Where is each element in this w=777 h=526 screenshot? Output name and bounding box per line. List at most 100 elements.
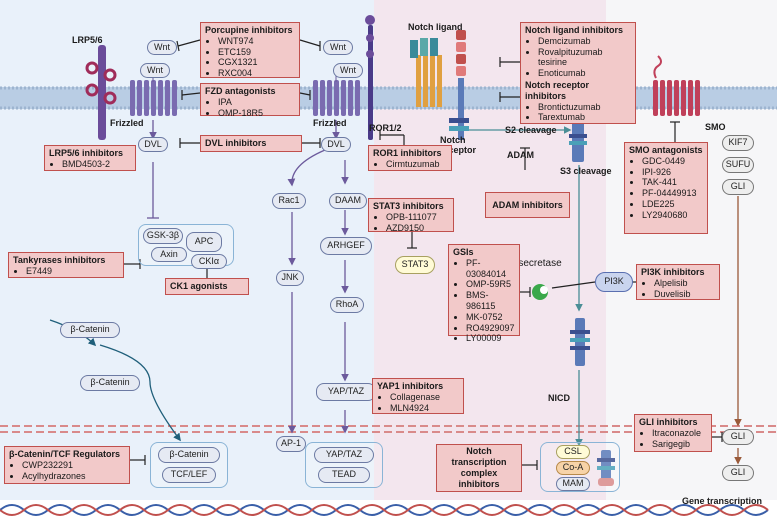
wnt-ligand-4: Wnt bbox=[333, 63, 363, 78]
stat3-inhibitors-box: STAT3 inhibitors OPB-111077AZD9150 bbox=[368, 198, 454, 234]
s3-cleavage-label: S3 cleavage bbox=[560, 166, 612, 176]
box-title: Notch receptor inhibitors bbox=[525, 79, 590, 101]
rhoa-node: RhoA bbox=[330, 297, 364, 313]
drug-item: WNT974 bbox=[218, 36, 295, 47]
notch-inhibitors-box: Notch ligand inhibitors DemcizumabRovalp… bbox=[520, 22, 636, 124]
drug-item: E7449 bbox=[26, 266, 119, 277]
yaptaz-node: YAP/TAZ bbox=[316, 383, 376, 401]
sufu-node: SUFU bbox=[722, 157, 754, 173]
drug-item: LY00009 bbox=[466, 333, 515, 344]
frizzled-left-shape bbox=[130, 80, 177, 116]
box-title: LRP5/6 inhibitors bbox=[49, 148, 124, 158]
nicd-shape bbox=[570, 318, 590, 366]
box-title: ADAM inhibitors bbox=[492, 199, 563, 210]
dvl-node-right: DVL bbox=[321, 137, 351, 152]
drug-item: Rovalpituzumab tesirine bbox=[538, 47, 631, 69]
box-title: STAT3 inhibitors bbox=[373, 201, 444, 211]
gli-cyto-node: GLI bbox=[722, 179, 754, 195]
drug-item: RO4929097 bbox=[466, 323, 515, 334]
coa-node: Co-A bbox=[556, 461, 590, 475]
drug-item: Collagenase bbox=[390, 392, 459, 403]
ror12-label: ROR1/2 bbox=[369, 123, 402, 133]
drug-item: Demcizumab bbox=[538, 36, 631, 47]
box-title: Tankyrases inhibitors bbox=[13, 255, 106, 265]
lrp56-label: LRP5/6 bbox=[72, 35, 103, 45]
drug-item: OMP-59R5 bbox=[466, 279, 515, 290]
notch-tc-shape bbox=[597, 450, 615, 486]
wnt-ligand-2: Wnt bbox=[140, 63, 170, 78]
ap1-node: AP-1 bbox=[276, 436, 306, 452]
gli-inhibitors-box: GLI inhibitors ItraconazoleSarigegib bbox=[634, 414, 712, 452]
drug-item: Itraconazole bbox=[652, 428, 707, 439]
adam-inhibitors-box: ADAM inhibitors bbox=[485, 192, 570, 218]
notch-receptor-label: Notch receptor bbox=[440, 135, 477, 156]
gli-mid-node: GLI bbox=[722, 429, 754, 445]
drug-item: PF-03084014 bbox=[466, 258, 515, 280]
drug-item: PF-04449913 bbox=[642, 188, 703, 199]
drug-item: Cirmtuzumab bbox=[386, 159, 447, 170]
box-title: β-Catenin/TCF Regulators bbox=[9, 449, 120, 459]
drug-item: LY2940680 bbox=[642, 210, 703, 221]
drug-item: Sarigegib bbox=[652, 439, 707, 450]
drug-item: OPB-111077 bbox=[386, 212, 449, 223]
drug-item: CWP232291 bbox=[22, 460, 125, 471]
drug-item: Acylhydrazones bbox=[22, 471, 125, 482]
kif7-node: KIF7 bbox=[722, 135, 754, 151]
adam-label: ADAM bbox=[507, 150, 534, 160]
gene-transcription-label: Gene transcription bbox=[682, 496, 763, 506]
box-title: PI3K inhibitors bbox=[641, 267, 705, 277]
drug-item: Tarextumab bbox=[538, 112, 631, 123]
pi3k-node: PI3K bbox=[595, 272, 633, 292]
gamma-secretase-shape bbox=[532, 284, 548, 300]
drug-item: MLN4924 bbox=[390, 403, 459, 414]
fzd-antagonists-box: FZD antagonists IPAOMP-18R5 bbox=[200, 83, 300, 118]
box-title: Notch ligand inhibitors bbox=[525, 25, 623, 35]
rac1-node: Rac1 bbox=[272, 193, 306, 209]
yap1-inhibitors-box: YAP1 inhibitors CollagenaseMLN4924 bbox=[372, 378, 464, 414]
drug-item: Alpelisib bbox=[654, 278, 715, 289]
dvl-inhibitors-box: DVL inhibitors bbox=[200, 135, 302, 152]
smo-shape bbox=[653, 55, 700, 116]
drug-item: AZD9150 bbox=[386, 223, 449, 234]
drug-item: TAK-441 bbox=[642, 177, 703, 188]
yaptaz-nuclear-node: YAP/TAZ bbox=[314, 447, 374, 463]
bcatenin-node-2: β-Catenin bbox=[80, 375, 140, 391]
box-title: ROR1 inhibitors bbox=[373, 148, 442, 158]
ck1a-node: CKIα bbox=[191, 254, 227, 269]
drug-item: RXC004 bbox=[218, 68, 295, 79]
jnk-node: JNK bbox=[276, 270, 304, 286]
smo-antagonists-box: SMO antagonists GDC-0449IPI-926TAK-441PF… bbox=[624, 142, 708, 234]
drug-item: BMS-986115 bbox=[466, 290, 515, 312]
notch-ligand-label: Notch ligand bbox=[408, 22, 463, 32]
drug-item: Duvelisib bbox=[654, 289, 715, 300]
frizzled-left-label: Frizzled bbox=[110, 118, 144, 128]
notch-ligand-shape bbox=[410, 38, 442, 107]
notch-tc-inhibitors-box: Notch transcription complex inhibitors bbox=[436, 444, 522, 492]
frizzled-right-label: Frizzled bbox=[313, 118, 347, 128]
pi3k-inhibitors-box: PI3K inhibitors AlpelisibDuvelisib bbox=[636, 264, 720, 300]
drug-item: IPA bbox=[218, 97, 295, 108]
box-title: GSIs bbox=[453, 247, 474, 257]
drug-item: IPI-926 bbox=[642, 167, 703, 178]
ck1-agonists-box: CK1 agonists bbox=[165, 278, 249, 295]
box-title: DVL inhibitors bbox=[205, 138, 267, 148]
nuclear-membrane bbox=[0, 425, 777, 433]
box-title: SMO antagonists bbox=[629, 145, 703, 155]
bcatenin-nuclear-node: β-Catenin bbox=[158, 447, 220, 463]
apc-node: APC bbox=[186, 232, 222, 252]
bcatenin-node-1: β-Catenin bbox=[60, 322, 120, 338]
arhgef-node: ARHGEF bbox=[320, 237, 372, 255]
lrp56-inhibitors-box: LRP5/6 inhibitors BMD4503-2 bbox=[44, 145, 136, 171]
tankyrases-inhibitors-box: Tankyrases inhibitors E7449 bbox=[8, 252, 124, 278]
gli-nuclear-node: GLI bbox=[722, 465, 754, 481]
dna-helix bbox=[0, 504, 769, 516]
drug-item: BMD4503-2 bbox=[62, 159, 131, 170]
frizzled-right-shape bbox=[313, 80, 360, 116]
drug-item: CGX1321 bbox=[218, 57, 295, 68]
gsk3b-node: GSK-3β bbox=[143, 228, 183, 244]
gamma-secretase-label: γ-secretase bbox=[510, 258, 562, 269]
porcupine-inhibitors-box: Porcupine inhibitors WNT974ETC159CGX1321… bbox=[200, 22, 300, 78]
wnt-region bbox=[0, 0, 374, 500]
box-title: GLI inhibitors bbox=[639, 417, 698, 427]
